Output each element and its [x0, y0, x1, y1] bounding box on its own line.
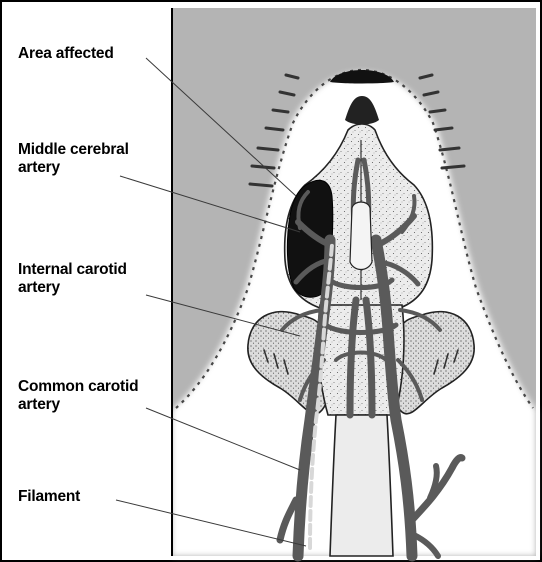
label-middle-cerebral-artery: Middle cerebral artery — [18, 141, 129, 177]
label-area-affected: Area affected — [18, 45, 114, 63]
hypothalamus — [350, 202, 372, 270]
label-filament: Filament — [18, 488, 80, 506]
label-common-carotid-artery: Common carotid artery — [18, 378, 138, 414]
brainstem — [330, 415, 393, 556]
label-internal-carotid-artery: Internal carotid artery — [18, 261, 127, 297]
